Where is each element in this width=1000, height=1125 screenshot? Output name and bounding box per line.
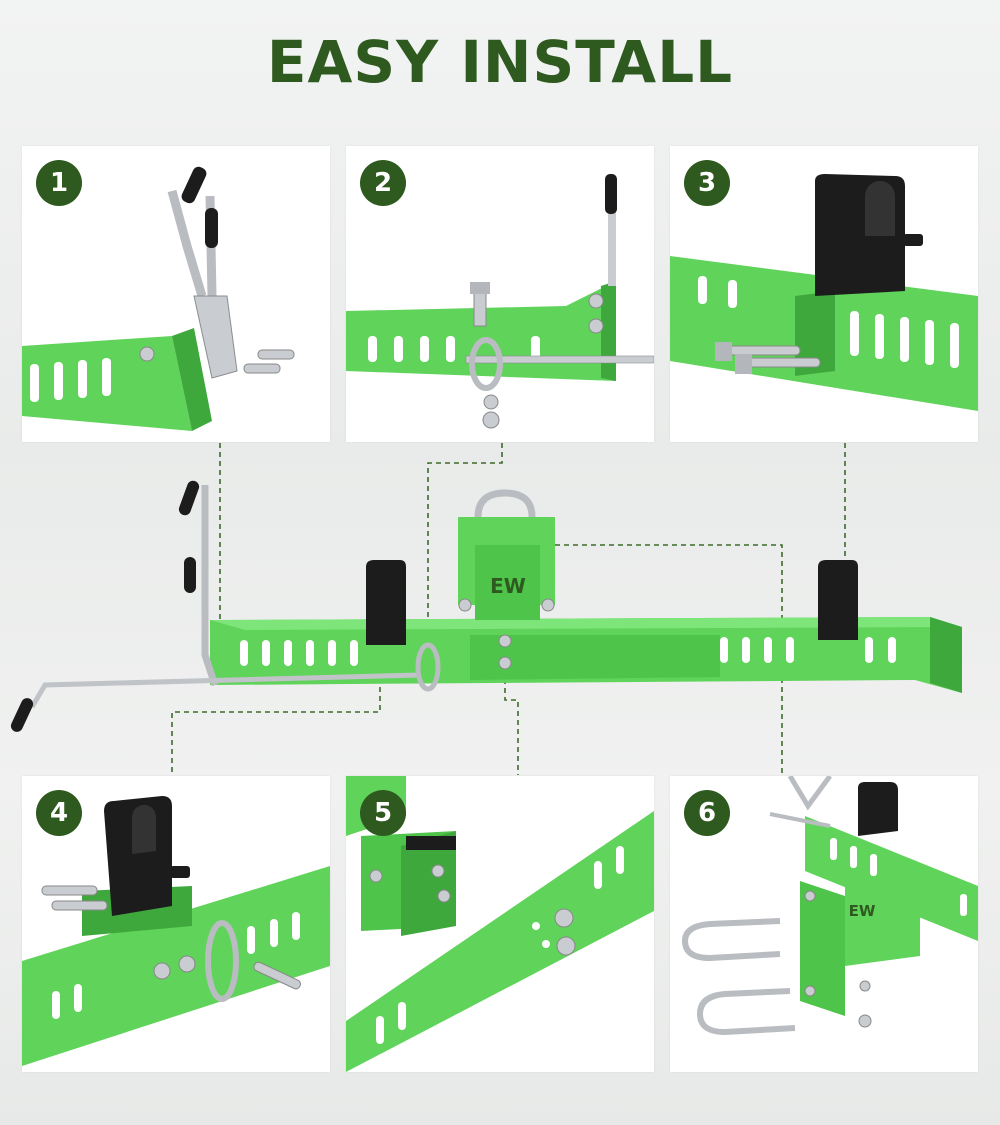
step-6-panel: 6 EW xyxy=(670,776,978,1072)
step-4-panel: 4 xyxy=(22,776,330,1072)
step-1-illustration xyxy=(22,166,295,431)
step-6-logo: EW xyxy=(849,902,876,920)
step-4-badge: 4 xyxy=(36,790,82,836)
step-6-badge: 6 xyxy=(684,790,730,836)
step-2-panel: 2 xyxy=(346,146,654,442)
step-6-illustration: EW xyxy=(681,776,978,1036)
step-3-badge: 3 xyxy=(684,160,730,206)
main-assembly-illustration: EW xyxy=(10,480,962,732)
step-3-panel: 3 xyxy=(670,146,978,442)
page-title: EASY INSTALL xyxy=(266,28,734,96)
step-5-panel: 5 xyxy=(346,776,654,1072)
step-1-panel: 1 xyxy=(22,146,330,442)
step-2-illustration xyxy=(346,174,654,429)
step-3-illustration xyxy=(670,174,978,411)
step-1-badge: 1 xyxy=(36,160,82,206)
step-4-illustration xyxy=(22,796,330,1066)
main-assembly: EW xyxy=(0,445,1000,775)
center-logo: EW xyxy=(490,574,526,598)
step-2-badge: 2 xyxy=(360,160,406,206)
step-5-badge: 5 xyxy=(360,790,406,836)
